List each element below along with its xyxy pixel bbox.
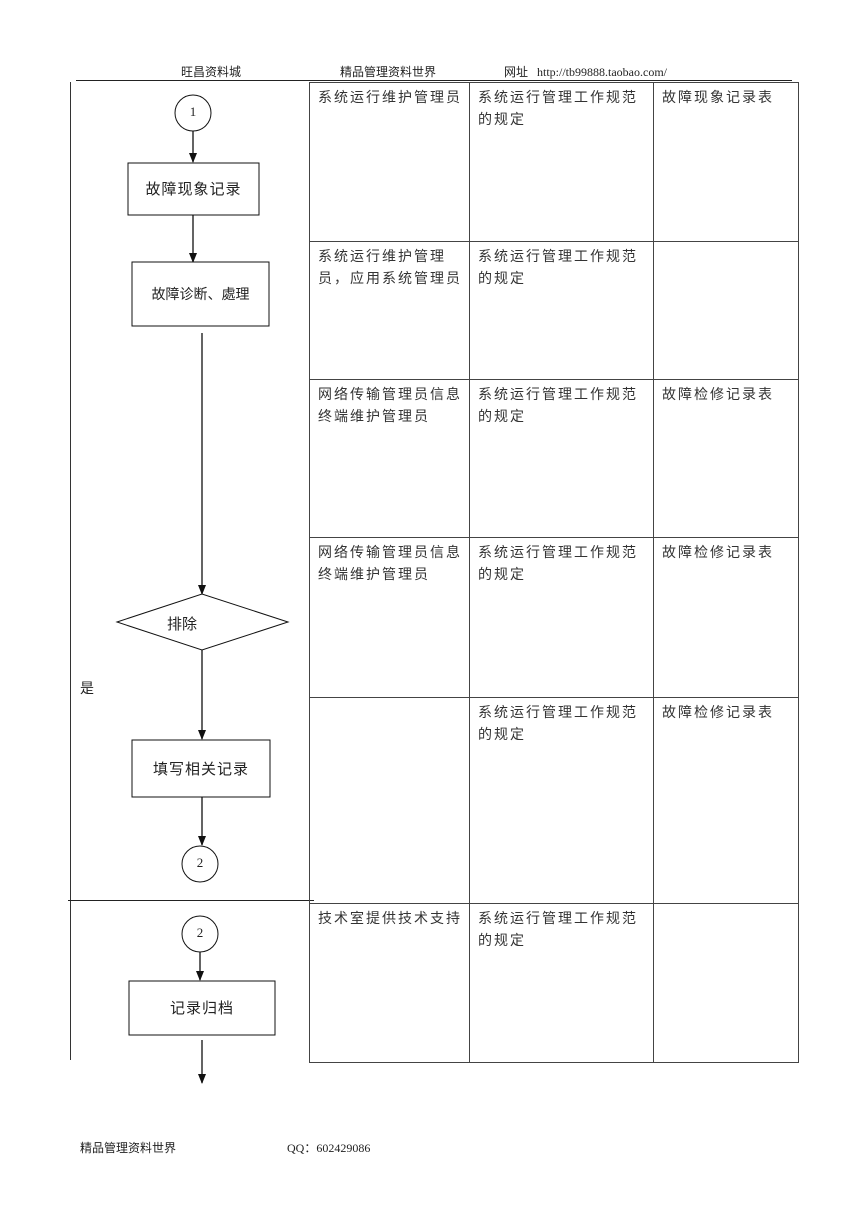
connector-2-out-circle <box>181 845 219 883</box>
footer-qq-label: QQ： <box>287 1141 317 1155</box>
header-title: 精品管理资料世界 <box>340 65 437 79</box>
basis-cell: 系统运行管理工作规范的规定 <box>469 379 654 538</box>
diagnose-label: 故障诊断、處理 <box>151 287 250 303</box>
record-cell: 故障检修记录表 <box>653 697 799 904</box>
table-row: 系统运行维护管理员 系统运行管理工作规范的规定 故障现象记录表 <box>309 82 799 242</box>
role-cell <box>309 697 470 904</box>
footer-contact: QQ：602429086 <box>287 1139 370 1156</box>
table-row: 系统运行维护管理员，应用系统管理员 系统运行管理工作规范的规定 <box>309 241 799 380</box>
record-cell: 故障检修记录表 <box>653 537 799 698</box>
basis-cell: 系统运行管理工作规范的规定 <box>469 903 654 1063</box>
section-divider <box>68 900 314 901</box>
diagnose-box <box>131 261 270 327</box>
archive-box <box>128 980 276 1036</box>
footer-site-name: 精品管理资料世界 <box>80 1141 177 1155</box>
role-cell: 系统运行维护管理员 <box>309 82 470 242</box>
decision-diamond <box>115 593 290 651</box>
header-url-label: 网址 <box>504 65 529 79</box>
record-cell <box>653 241 799 380</box>
connector-1-label: 1 <box>189 104 197 119</box>
decision-yes-label: 是 <box>80 681 94 697</box>
responsibility-table: 系统运行维护管理员 系统运行管理工作规范的规定 故障现象记录表 系统运行维护管理… <box>309 82 799 1063</box>
table-row: 网络传输管理员信息终端维护管理员 系统运行管理工作规范的规定 故障检修记录表 <box>309 537 799 698</box>
fill-records-box <box>131 739 271 798</box>
role-cell: 技术室提供技术支持 <box>309 903 470 1063</box>
table-row: 网络传输管理员信息终端维护管理员 系统运行管理工作规范的规定 故障检修记录表 <box>309 379 799 538</box>
header-url-link[interactable]: http://tb99888.taobao.com/ <box>537 65 667 79</box>
archive-label: 记录归档 <box>169 999 234 1017</box>
record-cell: 故障现象记录表 <box>653 82 799 242</box>
decision-label: 排除 <box>166 615 197 633</box>
connector-2-in-label: 2 <box>196 925 204 940</box>
flow-column-border <box>70 82 71 1060</box>
record-cell <box>653 903 799 1063</box>
fill-records-label: 填写相关记录 <box>152 760 249 778</box>
table-row: 系统运行管理工作规范的规定 故障检修记录表 <box>309 697 799 904</box>
role-cell: 网络传输管理员信息终端维护管理员 <box>309 537 470 698</box>
basis-cell: 系统运行管理工作规范的规定 <box>469 697 654 904</box>
basis-cell: 系统运行管理工作规范的规定 <box>469 537 654 698</box>
header-rule <box>76 80 792 81</box>
table-row: 技术室提供技术支持 系统运行管理工作规范的规定 <box>309 903 799 1063</box>
role-cell: 网络传输管理员信息终端维护管理员 <box>309 379 470 538</box>
connector-2-out-label: 2 <box>196 855 204 870</box>
header-site-name: 旺昌资料城 <box>181 65 242 79</box>
header-url-block: 网址 http://tb99888.taobao.com/ <box>504 63 667 80</box>
footer-qq-number: 602429086 <box>316 1141 371 1155</box>
role-cell: 系统运行维护管理员，应用系统管理员 <box>309 241 470 380</box>
basis-cell: 系统运行管理工作规范的规定 <box>469 82 654 242</box>
record-fault-label: 故障现象记录 <box>145 180 242 198</box>
basis-cell: 系统运行管理工作规范的规定 <box>469 241 654 380</box>
record-cell: 故障检修记录表 <box>653 379 799 538</box>
